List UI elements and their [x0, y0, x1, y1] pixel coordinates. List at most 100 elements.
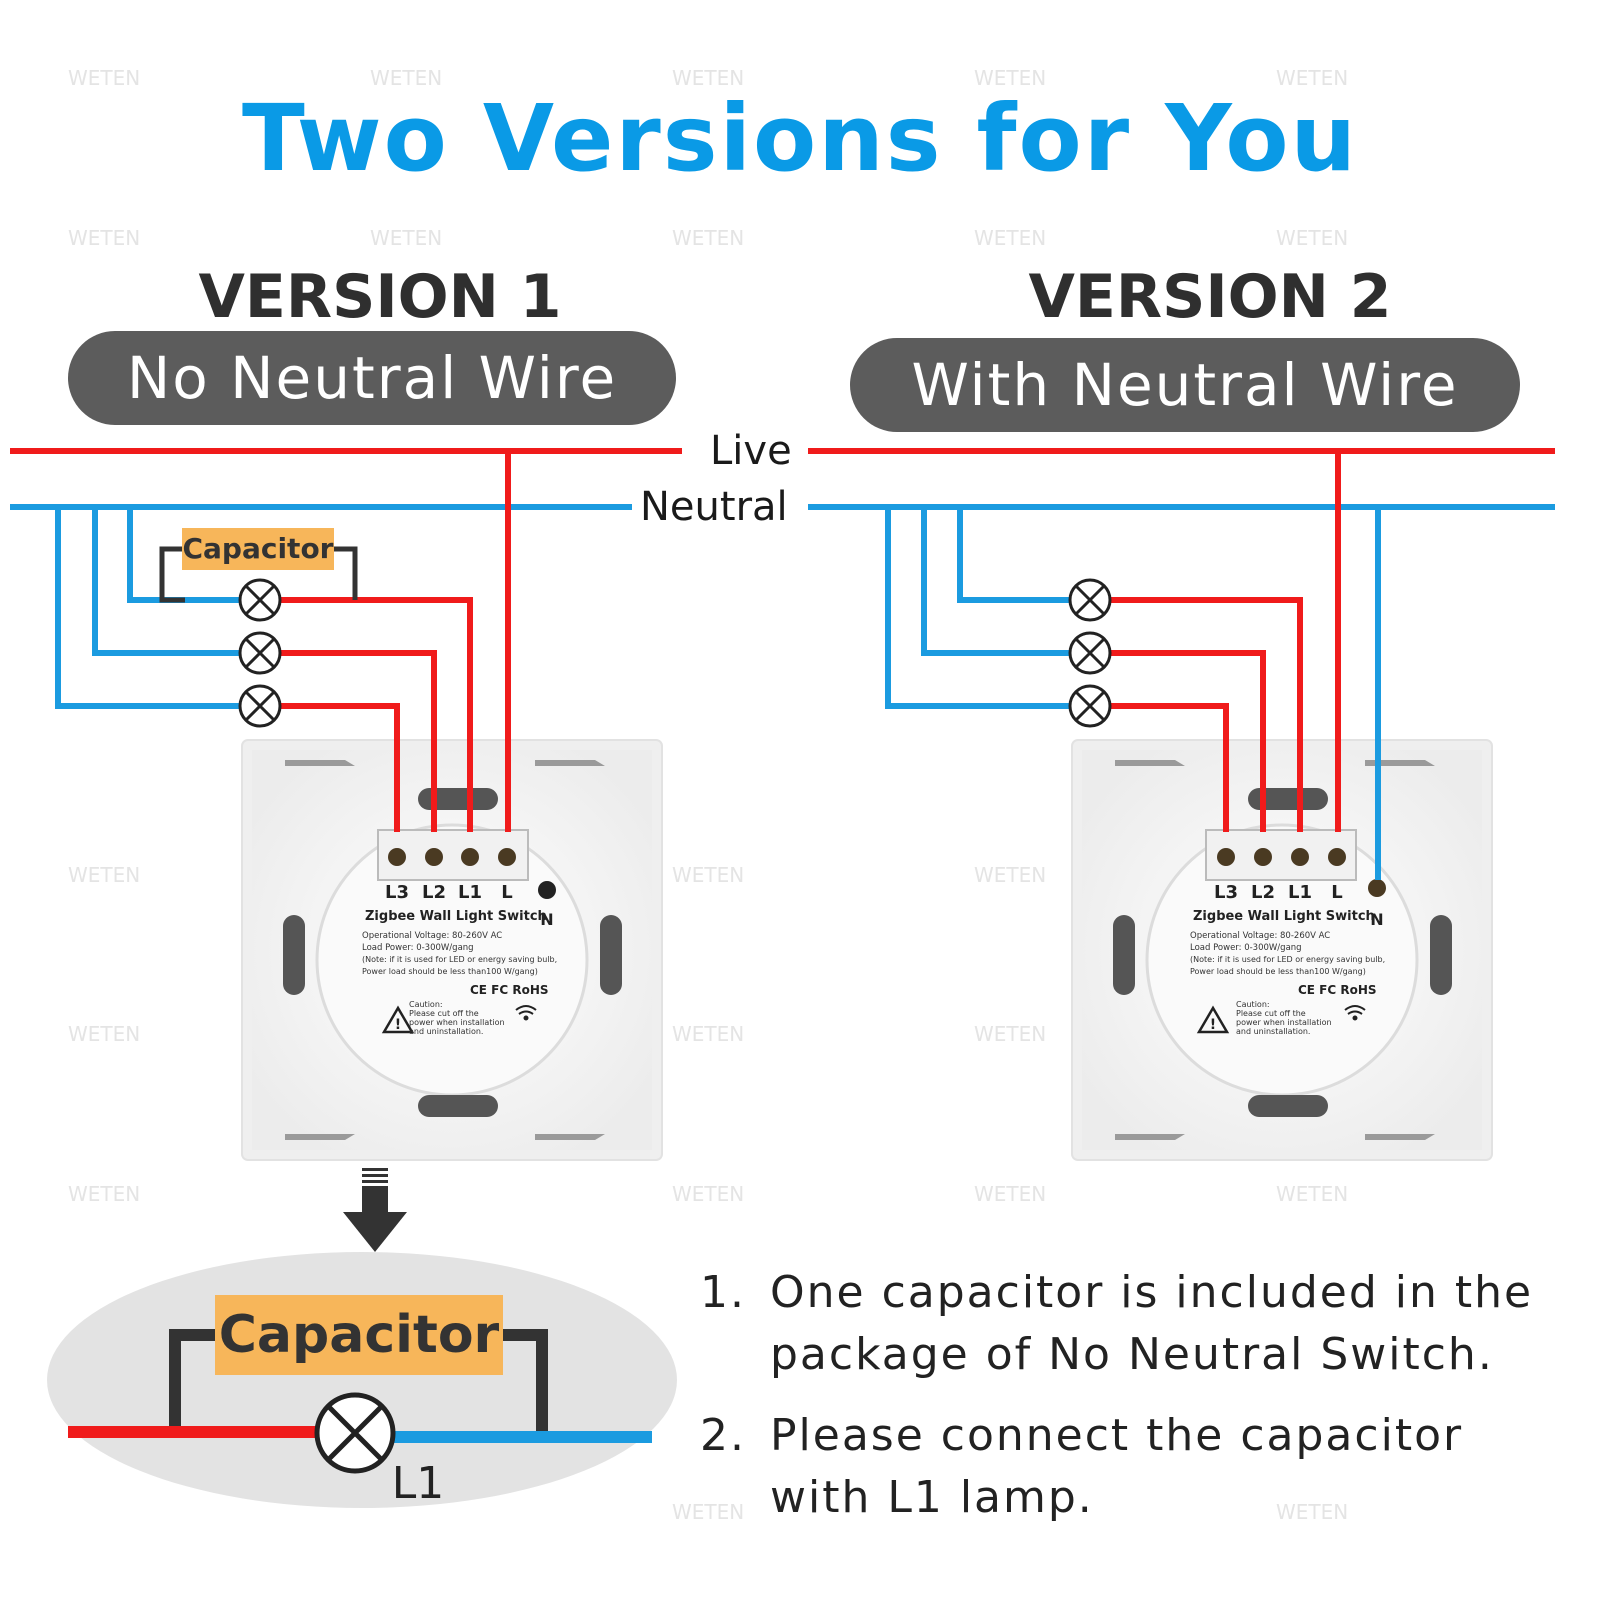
warning-icon-mark: ! [395, 1017, 401, 1033]
spec-text: (Note: if it is used for LED or energy s… [362, 955, 557, 964]
lamp-icon [314, 1392, 396, 1474]
note-item: 1.One capacitor is included in the packa… [700, 1262, 1533, 1386]
watermark: WETEN [370, 66, 443, 90]
caution-text: power when installation [1236, 1018, 1332, 1027]
terminal-screw-l1 [1291, 848, 1309, 866]
version1-diagram: Capacitor L3 L2 L1 L N Zigbee Wall Light… [10, 448, 682, 1252]
spec-text: Load Power: 0-300W/gang [362, 943, 474, 953]
caution-text: power when installation [409, 1018, 505, 1027]
terminal-screw-l [1328, 848, 1346, 866]
neutral-lamp1 [885, 507, 1070, 709]
cert-marks: CE FC RoHS [470, 983, 549, 997]
watermark: WETEN [974, 1182, 1047, 1206]
terminal-screw-l [498, 848, 516, 866]
neutral-label: Neutral [640, 484, 788, 530]
capacitor-lead [500, 1329, 548, 1432]
watermark: WETEN [1276, 1500, 1349, 1524]
capacitor-label-large: Capacitor [219, 1305, 500, 1365]
version2-diagram: L3 L2 L1 L N Zigbee Wall Light Switch Op… [808, 448, 1555, 1161]
watermark: WETEN [68, 226, 141, 250]
load-wire-l2 [280, 650, 437, 832]
mount-slot [418, 788, 498, 810]
terminal-label: L [501, 882, 512, 903]
lamp-icon [1068, 631, 1112, 675]
spec-text: Load Power: 0-300W/gang [1190, 943, 1302, 953]
watermark: WETEN [672, 1022, 745, 1046]
mount-slot [1113, 915, 1135, 995]
spec-text: Power load should be less than100 W/gang… [1190, 967, 1366, 976]
caution-text: Caution: [409, 1000, 443, 1009]
terminal-label: L2 [1251, 882, 1275, 903]
terminal-n-unused [538, 881, 556, 899]
terminal-label-n: N [540, 910, 553, 929]
capacitor-label: Capacitor [182, 532, 333, 565]
terminal-label: L3 [385, 882, 409, 903]
caution-text: Caution: [1236, 1000, 1270, 1009]
warning-icon-mark: ! [1210, 1017, 1216, 1033]
capacitor-box [215, 1295, 503, 1375]
watermark: WETEN [672, 863, 745, 887]
caution-text: and uninstallation. [1236, 1027, 1310, 1036]
warning-icon [381, 1005, 415, 1034]
capacitor-box [182, 528, 334, 570]
note-text: with L1 lamp. [770, 1472, 1094, 1523]
capacitor-lead [159, 546, 185, 603]
product-name: Zigbee Wall Light Switch [1193, 909, 1375, 924]
load-wire-l1 [280, 597, 473, 832]
terminal-screw-l2 [425, 848, 443, 866]
watermark: WETEN [68, 863, 141, 887]
spec-text: Power load should be less than100 W/gang… [362, 967, 538, 976]
warning-icon [1196, 1005, 1230, 1034]
terminal-label: L [1331, 882, 1342, 903]
caution-text: Please cut off the [1236, 1009, 1306, 1018]
watermark: WETEN [68, 1022, 141, 1046]
note-text: Please connect the capacitor [770, 1410, 1464, 1461]
wifi-icon [515, 1005, 537, 1021]
cert-marks: CE FC RoHS [1298, 983, 1377, 997]
neutral-lamp2 [92, 507, 240, 656]
spec-text: Operational Voltage: 80-260V AC [1190, 931, 1330, 941]
spec-text: (Note: if it is used for LED or energy s… [1190, 955, 1385, 964]
watermark: WETEN [974, 226, 1047, 250]
watermark: WETEN [974, 66, 1047, 90]
capacitor-lead [169, 1329, 218, 1432]
mount-slot [418, 1095, 498, 1117]
mount-slot [1248, 788, 1328, 810]
mount-slot [600, 915, 622, 995]
neutral-lamp3 [957, 507, 1070, 603]
page-title: Two Versions for You [241, 85, 1359, 192]
load-wire-l1 [1110, 597, 1303, 832]
spec-text: Operational Voltage: 80-260V AC [362, 931, 502, 941]
mount-slot [1430, 915, 1452, 995]
terminal-screw-l1 [461, 848, 479, 866]
capacitor-lead [333, 546, 358, 600]
version1-heading: VERSION 1 [198, 262, 562, 332]
terminal-screw-l2 [1254, 848, 1272, 866]
watermark: WETEN [1276, 1182, 1349, 1206]
watermark: WETEN [974, 863, 1047, 887]
caution-text: and uninstallation. [409, 1027, 483, 1036]
load-wire-l3 [280, 703, 400, 832]
lamp-icon [1068, 578, 1112, 622]
note-number: 1. [700, 1267, 746, 1318]
lamp-icon [238, 684, 282, 728]
neutral-lamp2 [921, 507, 1070, 656]
terminal-label: L1 [1288, 882, 1312, 903]
neutral-lamp1 [55, 507, 240, 709]
watermark: WETEN [68, 1182, 141, 1206]
product-name: Zigbee Wall Light Switch [365, 909, 547, 924]
down-arrow-icon [343, 1168, 407, 1252]
terminal-screw-n [1368, 879, 1386, 897]
terminal-label: L3 [1214, 882, 1238, 903]
watermark: WETEN [1276, 66, 1349, 90]
load-wire-l3 [1110, 703, 1229, 832]
live-label: Live [710, 428, 792, 474]
note-number: 2. [700, 1410, 746, 1461]
note-item: 2. Please connect the capacitor with L1 l… [700, 1405, 1463, 1529]
lamp-icon [1068, 684, 1112, 728]
capacitor-detail: Capacitor L1 [47, 1252, 677, 1509]
watermark: WETEN [672, 1500, 745, 1524]
watermark: WETEN [672, 66, 745, 90]
watermark: WETEN [370, 226, 443, 250]
